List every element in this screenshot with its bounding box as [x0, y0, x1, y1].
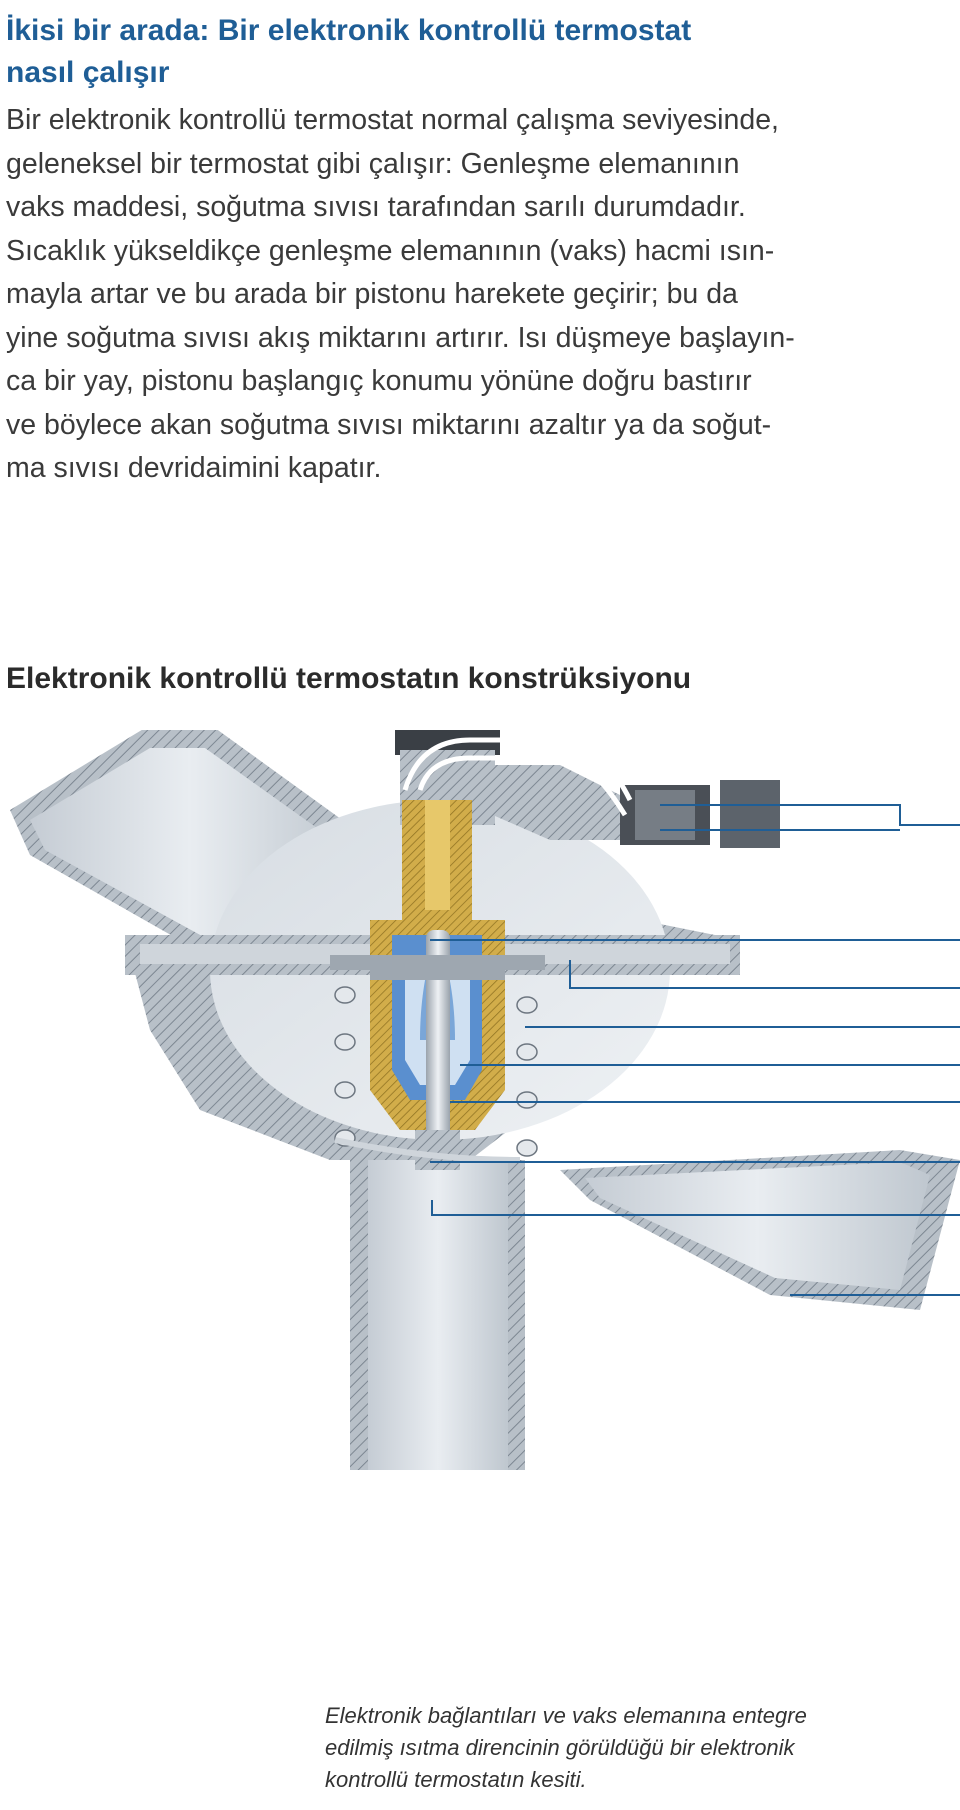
callout-leader-lines	[430, 804, 960, 1296]
body-line: vaks maddesi, soğutma sıvısı tarafından …	[6, 191, 746, 223]
caption-line: Elektronik bağlantıları ve vaks elemanın…	[325, 1703, 807, 1728]
electrical-connector	[402, 737, 780, 848]
body-paragraph: Bir elektronik kontrollü termostat norma…	[6, 99, 846, 491]
body-line: ca bir yay, pistonu başlangıç konumu yön…	[6, 365, 752, 397]
body-line: geleneksel bir termostat gibi çalışır: G…	[6, 147, 740, 180]
return-spring	[334, 986, 538, 1163]
figure-caption: Elektronik bağlantıları ve vaks elemanın…	[325, 1700, 925, 1796]
body-line: Bir elektronik kontrollü termostat norma…	[6, 104, 779, 136]
body-line: ma sıvısı devridaimini kapatır.	[6, 452, 382, 484]
body-line: mayla artar ve bu arada bir pistonu hare…	[6, 278, 738, 310]
heading-line-2: nasıl çalışır	[6, 56, 170, 89]
body-line: Sıcaklık yükseldikçe genleşme elemanının…	[6, 234, 775, 267]
body-line: yine soğutma sıvısı akış miktarını artır…	[6, 321, 795, 354]
thermostat-cross-section-illustration	[10, 730, 960, 1470]
caption-line: kontrollü termostatın kesiti.	[325, 1767, 587, 1792]
caption-line: edilmiş ısıtma direncinin görüldüğü bir …	[325, 1735, 795, 1760]
page-heading: İkisi bir arada: Bir elektronik kontroll…	[6, 10, 906, 94]
outlet-pipe-lower-right	[560, 1150, 960, 1310]
body-line: ve böylece akan soğutma sıvısı miktarını…	[6, 408, 772, 441]
valve-disc	[330, 955, 545, 980]
heading-line-1: İkisi bir arada: Bir elektronik kontroll…	[6, 14, 692, 47]
bottom-pipe	[350, 1160, 525, 1470]
section-title: Elektronik kontrollü termostatın konstrü…	[6, 662, 692, 695]
